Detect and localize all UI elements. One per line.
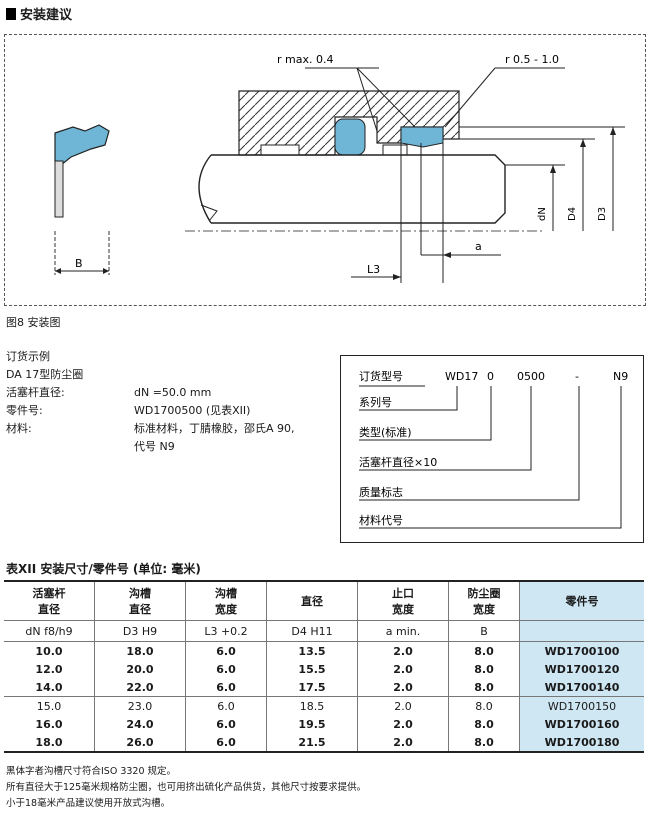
footnote: 所有直径大于125毫米规格防尘圈，也可用挤出硫化产品供货，其他尺寸按要求提供。 xyxy=(6,782,367,793)
footnotes: 黑体字者沟槽尺寸符合ISO 3320 规定。 所有直径大于125毫米规格防尘圈，… xyxy=(6,764,366,812)
dimension-table: 活塞杆 直径 沟槽 直径 沟槽 宽度 直径 止口 宽度 防尘圈 宽度 零件号 d… xyxy=(4,580,644,753)
order-code-label: 订货型号 xyxy=(359,369,403,383)
legend-series: 系列号 xyxy=(359,395,392,409)
label-D3: D3 xyxy=(597,207,608,221)
legend-type: 类型(标准) xyxy=(359,425,412,439)
dimensions: dN D4 D3 L3 a r max. 0.4 r 0.5 - 1.0 xyxy=(277,53,625,283)
order-example-row: 零件号:WD1700500 (见表XII) xyxy=(6,404,251,417)
label-r-max: r max. 0.4 xyxy=(277,53,333,66)
label-B: B xyxy=(75,257,83,270)
col-subheader: B xyxy=(448,620,520,642)
legend-quality: 质量标志 xyxy=(359,485,403,499)
order-code-quality: - xyxy=(575,370,579,383)
col-subheader: D3 H9 xyxy=(94,620,186,642)
order-code-svg: 订货型号 WD17 0 0500 - N9 系列号 类型(标准) 活塞杆直径×1… xyxy=(359,369,628,529)
label-L3: L3 xyxy=(367,263,380,276)
col-subheader: dN f8/h9 xyxy=(4,620,95,642)
order-example-row: 代号 N9 xyxy=(134,440,175,453)
order-code-diameter: 0500 xyxy=(517,370,545,383)
order-example-product: DA 17型防尘圈 xyxy=(6,368,84,381)
installation-drawing: B dN xyxy=(4,34,646,306)
footnote: 小于18毫米产品建议使用开放式沟槽。 xyxy=(6,798,171,809)
drawing-svg: B dN xyxy=(54,53,625,283)
wiper-section: B xyxy=(54,124,110,275)
col-subheader: L3 +0.2 xyxy=(185,620,267,642)
order-code-box: 订货型号 WD17 0 0500 - N9 系列号 类型(标准) 活塞杆直径×1… xyxy=(340,355,644,543)
legend-material: 材料代号 xyxy=(359,513,403,527)
label-D4: D4 xyxy=(567,207,578,221)
order-example: 订货示例 DA 17型防尘圈 活塞杆直径:dN =50.0 mm 零件号:WD1… xyxy=(6,348,295,456)
col-header: 活塞杆 直径 xyxy=(4,580,95,621)
order-example-title: 订货示例 xyxy=(6,350,50,363)
col-subheader: D4 H11 xyxy=(266,620,358,642)
order-code-material: N9 xyxy=(613,370,628,383)
col-subheader xyxy=(519,620,644,642)
col-header: 零件号 xyxy=(519,580,644,621)
label-r-range: r 0.5 - 1.0 xyxy=(505,53,559,66)
col-subheader: a min. xyxy=(357,620,449,642)
col-header: 沟槽 宽度 xyxy=(185,580,267,621)
table-title: 表XII 安装尺寸/零件号 (单位: 毫米) xyxy=(6,562,201,576)
order-example-row: 材料:标准材料，丁腈橡胶，邵氏A 90, xyxy=(6,422,295,435)
figure-caption: 图8 安装图 xyxy=(6,316,61,329)
bullet-square-icon xyxy=(6,8,16,20)
order-example-row: 活塞杆直径:dN =50.0 mm xyxy=(6,386,212,399)
col-header: 直径 xyxy=(266,580,358,621)
label-a: a xyxy=(475,240,482,253)
col-header: 止口 宽度 xyxy=(357,580,449,621)
col-header: 沟槽 直径 xyxy=(94,580,186,621)
piston-rod xyxy=(185,154,545,232)
section-title: 安装建议 xyxy=(6,4,72,23)
col-header: 防尘圈 宽度 xyxy=(448,580,520,621)
label-dN: dN xyxy=(537,207,548,221)
legend-diameter: 活塞杆直径×10 xyxy=(359,455,437,469)
order-code-series: WD17 xyxy=(445,370,478,383)
order-code-type: 0 xyxy=(487,370,494,383)
footnote: 黑体字者沟槽尺寸符合ISO 3320 规定。 xyxy=(6,766,177,777)
